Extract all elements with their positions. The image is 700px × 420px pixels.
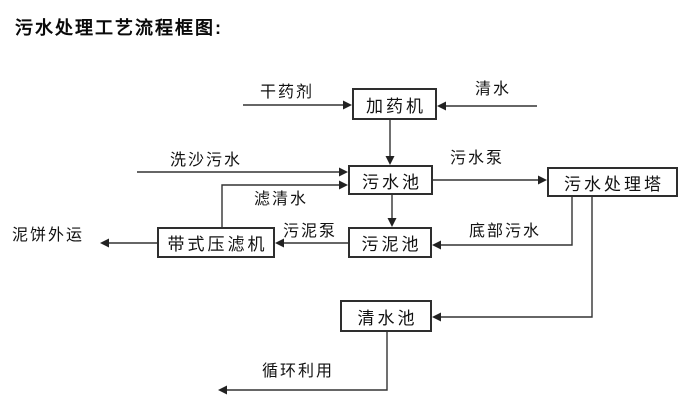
node-dosing-machine: 加药机 bbox=[352, 88, 437, 120]
label-sludge-pump: 污泥泵 bbox=[283, 223, 338, 240]
arrow-recycling-out bbox=[218, 332, 388, 395]
label-recycling-use: 循环利用 bbox=[262, 363, 335, 380]
label-dry-chemical: 干药剂 bbox=[260, 84, 315, 101]
node-sewage-treatment-tower: 污水处理塔 bbox=[547, 167, 678, 197]
page-title: 污水处理工艺流程框图: bbox=[15, 18, 223, 38]
arrow-tower-to-clear-pool bbox=[432, 197, 593, 322]
label-sand-washing-sewage: 洗沙污水 bbox=[170, 152, 243, 169]
node-sludge-pool: 污泥池 bbox=[348, 227, 432, 258]
label-mud-cake-transport: 泥饼外运 bbox=[12, 227, 85, 244]
label-sewage-pump: 污水泵 bbox=[450, 150, 505, 167]
label-clean-water: 清水 bbox=[475, 81, 512, 98]
node-belt-filter-press: 带式压滤机 bbox=[157, 227, 275, 258]
node-clear-water-pool: 清水池 bbox=[340, 300, 432, 332]
label-filtered-clear-water: 滤清水 bbox=[254, 191, 309, 208]
node-sewage-pool: 污水池 bbox=[348, 165, 433, 195]
label-bottom-sewage: 底部污水 bbox=[469, 223, 542, 240]
